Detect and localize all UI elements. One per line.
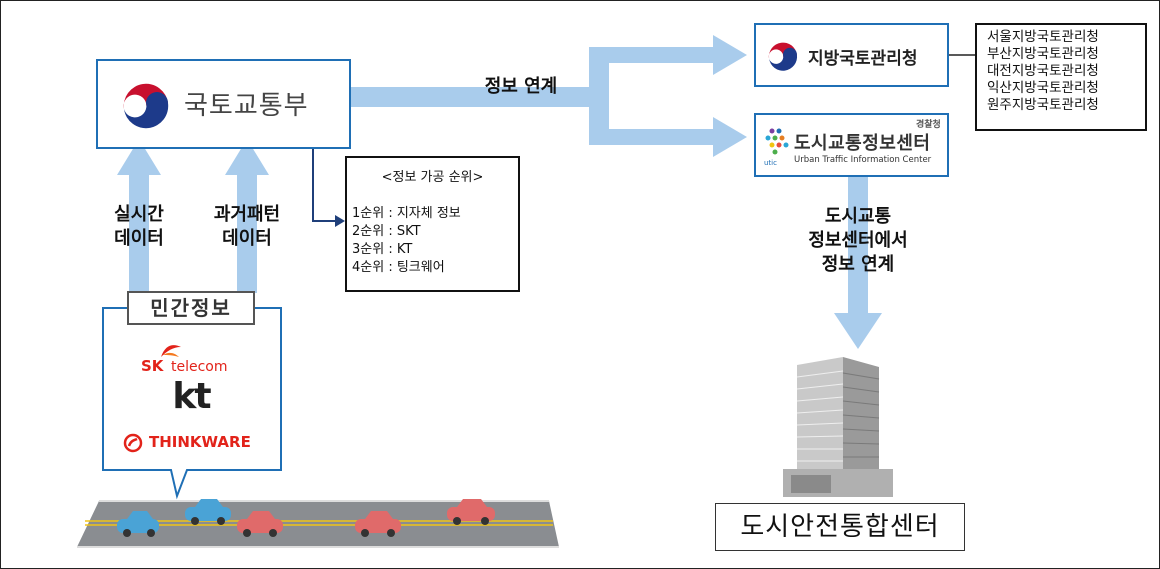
list-item: 2순위 : SKT (352, 224, 421, 239)
utic-link-label: 도시교통 정보센터에서 정보 연계 (808, 206, 908, 275)
link-arrow-junction (589, 47, 609, 145)
thinkware-logo: THINKWARE (123, 431, 263, 455)
list-item: 4순위 : 팅크웨어 (352, 260, 445, 275)
ministry-box: 국토교통부 (96, 59, 351, 149)
skt-logo: SK telecom (141, 341, 251, 377)
list-item: 서울지방국토관리청 (987, 29, 1099, 45)
car-icon (447, 499, 495, 525)
thinkware-word: THINKWARE (149, 433, 251, 451)
priority-connector (312, 149, 339, 222)
ministry-name: 국토교통부 (184, 91, 309, 121)
list-item: 익산지방국토관리청 (987, 80, 1099, 96)
list-item: 대전지방국토관리청 (987, 63, 1099, 79)
priority-title: <정보 가공 순위> (381, 170, 484, 185)
regional-office-list: 서울지방국토관리청 부산지방국토관리청 대전지방국토관리청 익산지방국토관리청 … (975, 23, 1147, 131)
history-up-arrow-head (225, 139, 269, 175)
realtime-data-label: 실시간 데이터 (114, 204, 164, 249)
list-item: 원주지방국토관리청 (987, 97, 1099, 113)
thinkware-emblem-icon (123, 433, 143, 453)
private-info-title-box: 민간정보 (127, 291, 255, 325)
link-label: 정보 연계 (484, 76, 558, 97)
utic-box: utic 경찰청 도시교통정보센터 Urban Traffic Informat… (754, 113, 949, 177)
history-up-arrow (237, 173, 257, 293)
utic-down-arrow (848, 177, 868, 317)
integrated-center-name: 도시안전통합센터 (740, 512, 940, 542)
government-emblem-icon (123, 83, 169, 129)
utic-logo-text: utic (764, 159, 777, 167)
history-data-label: 과거패턴 데이터 (213, 204, 281, 249)
government-emblem-icon (768, 42, 798, 71)
car-icon (185, 499, 231, 525)
link-arrow-main (351, 87, 599, 107)
road-illustration (77, 499, 559, 548)
realtime-up-arrow-head (117, 139, 161, 175)
link-arrow-lower (589, 129, 719, 145)
private-info-title: 민간정보 (150, 296, 232, 320)
skt-butterfly-icon (161, 345, 181, 357)
regional-office-name: 지방국토관리청 (808, 49, 918, 69)
list-item: 3순위 : KT (352, 242, 413, 257)
utic-name-ko: 도시교통정보센터 (794, 133, 931, 154)
utic-badge: 경찰청 (916, 120, 941, 130)
utic-down-arrow-head (834, 313, 882, 349)
list-item: 부산지방국토관리청 (987, 46, 1099, 62)
priority-connector-head (335, 215, 345, 227)
realtime-up-arrow (129, 173, 149, 293)
skt-brand: SK (141, 357, 164, 375)
integrated-center-box: 도시안전통합센터 (715, 503, 965, 551)
link-arrow-lower-head (713, 117, 747, 157)
kt-logo: kt (172, 376, 211, 417)
regional-office-box: 지방국토관리청 (754, 23, 949, 87)
private-info-callout (102, 307, 282, 500)
building-icon (783, 357, 893, 497)
skt-word: telecom (171, 359, 228, 375)
priority-box: <정보 가공 순위> 1순위 : 지자체 정보 2순위 : SKT 3순위 : … (345, 156, 520, 292)
utic-logo-icon (765, 128, 789, 155)
car-icon (355, 511, 401, 537)
car-icon (237, 511, 283, 537)
utic-name-en: Urban Traffic Information Center (794, 155, 932, 165)
car-icon (117, 511, 159, 537)
list-item: 1순위 : 지자체 정보 (352, 206, 461, 221)
link-arrow-upper-head (713, 35, 747, 75)
link-arrow-upper (589, 47, 719, 63)
